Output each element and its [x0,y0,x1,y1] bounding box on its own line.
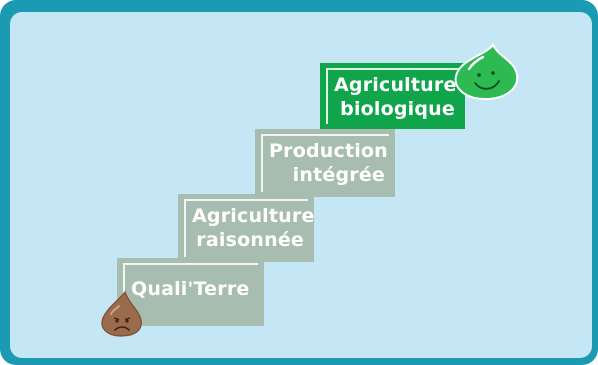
step-agriculture-raisonnee: Agriculture raisonnée [178,194,314,262]
step-label-line: Agriculture [192,205,315,227]
step-label-line: raisonnée [196,229,304,251]
sad-drop-icon [101,290,142,337]
step-production-integree: Production intégrée [255,129,395,197]
step-label-line: Quali'Terre [131,278,250,300]
step-label-line: Agriculture [334,74,457,96]
step-label-line: biologique [340,98,455,120]
step-label-line: intégrée [292,164,385,186]
step-agriculture-biologique: Agriculture biologique [320,63,465,129]
step-label-line: Production [269,140,388,162]
happy-drop-icon [454,43,519,101]
step-quali-terre: Quali'Terre [117,258,264,326]
